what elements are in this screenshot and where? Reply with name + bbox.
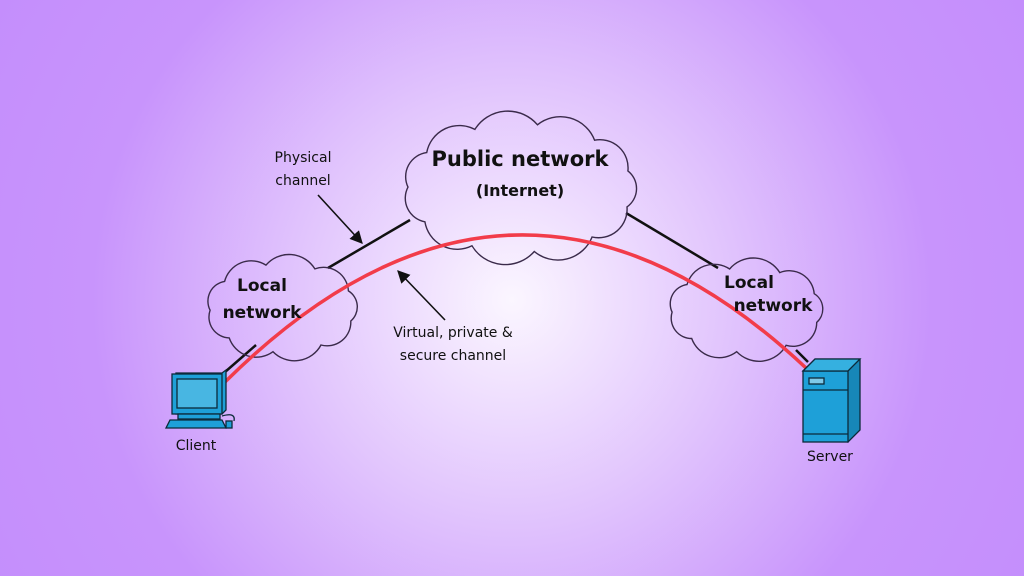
- public-network-subtitle: (Internet): [476, 181, 564, 200]
- physical-label-line1: Physical: [275, 150, 332, 166]
- link-client-to-local: [224, 344, 257, 373]
- physical-links: [224, 211, 809, 373]
- local-network-cloud-left: [207, 253, 358, 362]
- link-left-to-public: [327, 218, 411, 270]
- physical-channel-arrow: [317, 194, 363, 244]
- local-left-line2: network: [223, 303, 303, 323]
- virtual-channel-arrow: [397, 270, 446, 321]
- local-left-line1: Local: [237, 276, 287, 296]
- local-right-line2: network: [734, 296, 814, 316]
- physical-label-line2: channel: [275, 173, 330, 189]
- link-public-to-right: [625, 211, 719, 270]
- public-network-cloud: [404, 110, 638, 266]
- public-network-title: Public network: [432, 147, 610, 171]
- server-label: Server: [807, 449, 853, 465]
- local-right-line1: Local: [724, 273, 774, 293]
- server-icon: [801, 358, 862, 444]
- client-computer-icon: [164, 368, 235, 429]
- virtual-private-channel: [223, 233, 808, 384]
- virtual-label-line1: Virtual, private &: [393, 325, 513, 341]
- link-server-to-local: [795, 349, 809, 363]
- local-network-cloud-right: [669, 257, 824, 362]
- client-label: Client: [176, 438, 217, 454]
- virtual-label-line2: secure channel: [400, 348, 506, 364]
